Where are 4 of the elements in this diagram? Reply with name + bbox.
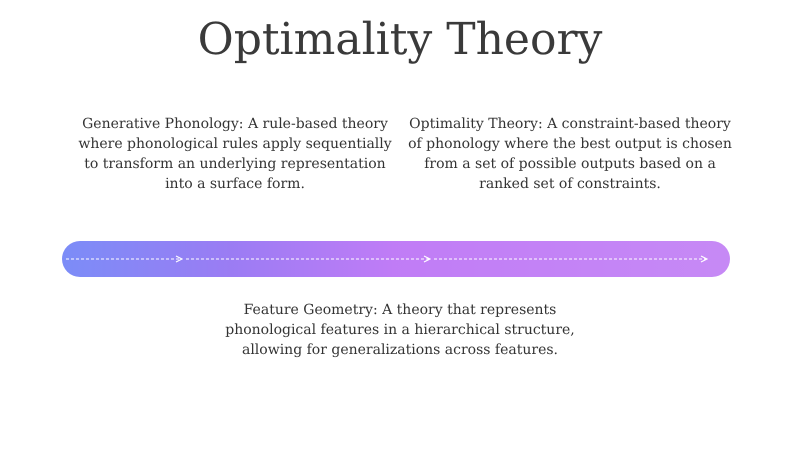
title: Optimality Theory (198, 14, 602, 65)
description-text: Feature Geometry: A theory that represents phonological features in a hierarchical structure, allowing for generalizations across features. (225, 301, 575, 360)
description-text: Generative Phonology: A rule-based theory where phonological rules apply sequentially to transform an underlying representation into a surface form. (77, 115, 393, 194)
description-text: Optimality Theory: A constraint-based theory of phonology where the best output is chosen from a set of possible outputs based on a ranked set of constraints. (407, 115, 733, 194)
